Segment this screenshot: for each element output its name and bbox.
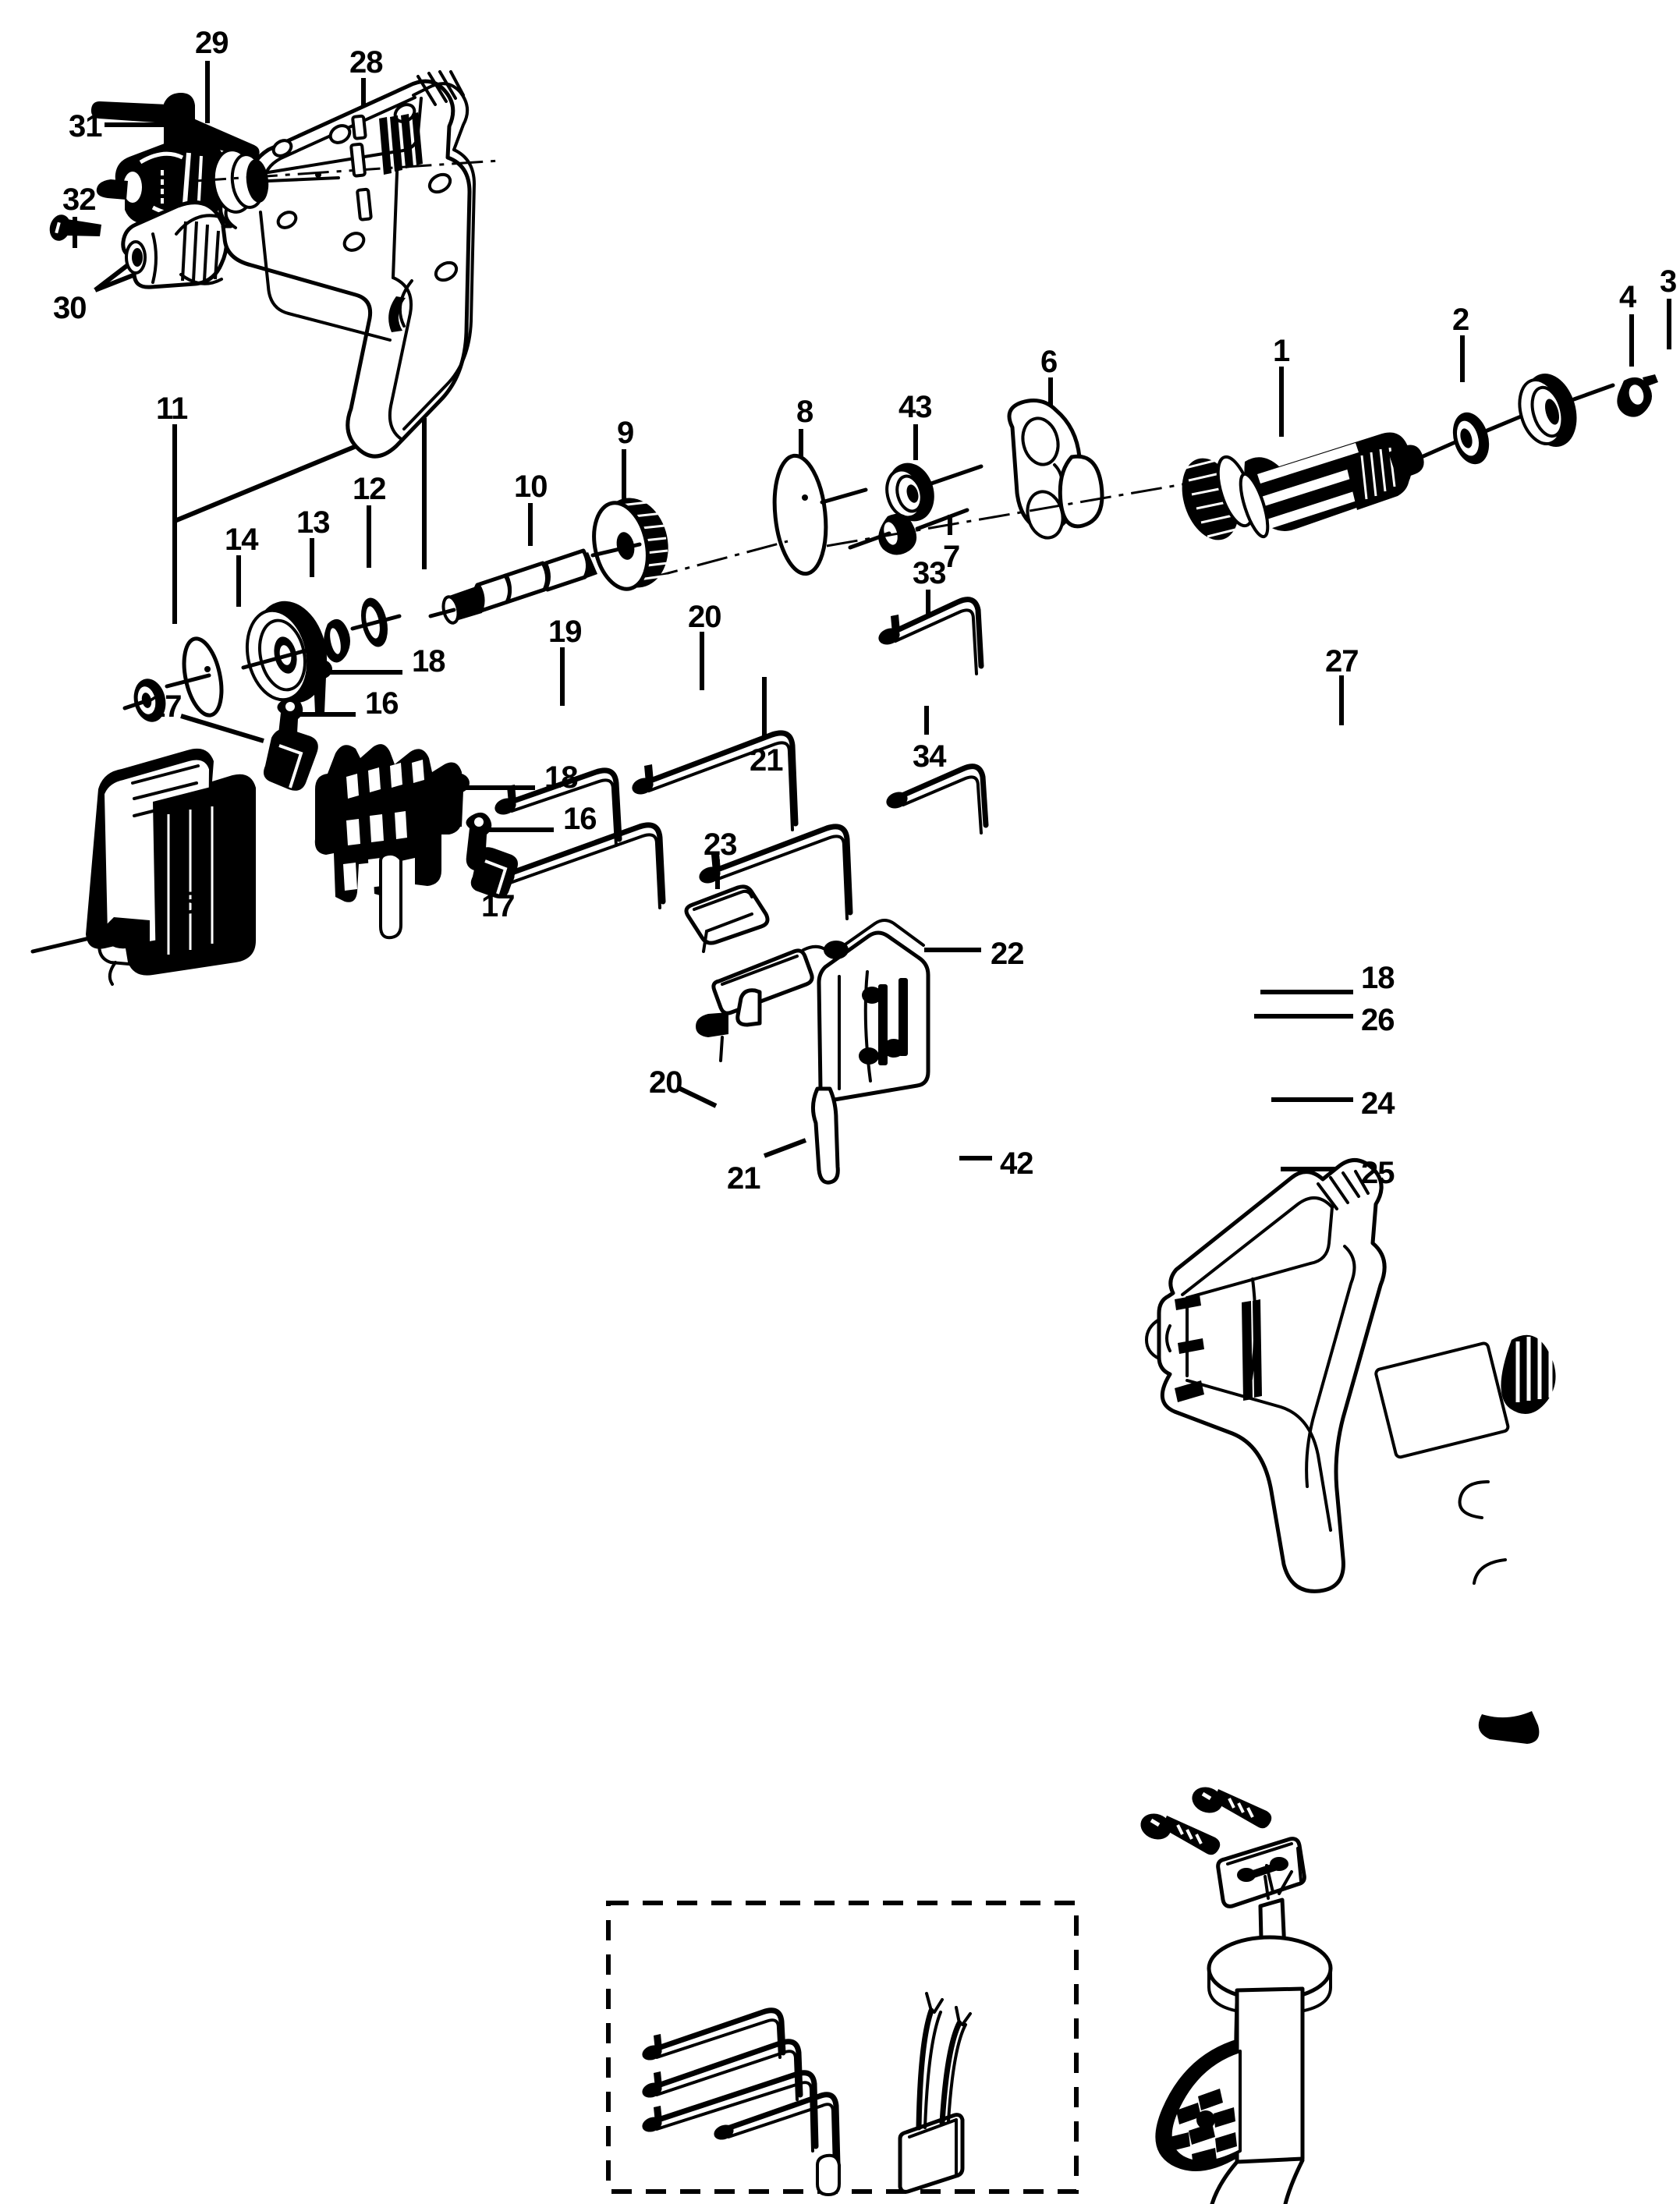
callout-11: 11 — [156, 392, 188, 426]
callout-16-b: 16 — [563, 802, 597, 836]
callout-42: 42 — [1000, 1146, 1033, 1181]
part-34-wire-bent — [886, 764, 989, 834]
part-17-brush-upper — [264, 728, 318, 791]
callout-19: 19 — [548, 615, 582, 649]
part-19-wire — [494, 767, 622, 847]
callout-10: 10 — [514, 470, 548, 504]
part-13-bearing — [241, 601, 328, 703]
callout-16-a: 16 — [365, 686, 399, 721]
callout-34: 34 — [913, 739, 946, 774]
callout-22: 22 — [991, 937, 1024, 971]
callout-13: 13 — [296, 505, 330, 540]
part-17-brush-lower — [470, 847, 518, 898]
part-26-cord-clamp — [1216, 1837, 1306, 1908]
callout-9: 9 — [617, 416, 634, 450]
callout-43: 43 — [898, 390, 932, 424]
part-11-washer — [122, 679, 166, 722]
part-12-washer — [350, 597, 402, 647]
part-32-screw — [49, 214, 101, 241]
part-5-field-coil — [30, 748, 256, 986]
part-21-wire — [699, 824, 853, 920]
part-24-cord-protector — [1155, 1864, 1333, 2171]
part-20-wire-upper — [632, 730, 799, 831]
callout-29: 29 — [195, 26, 229, 60]
callout-27: 27 — [1325, 644, 1359, 679]
callout-26: 26 — [1361, 1003, 1395, 1037]
part-42-brush-with-leads — [898, 1992, 972, 2194]
part-27-housing-right — [1145, 1158, 1556, 1744]
callout-21-b: 21 — [727, 1161, 760, 1196]
part-1-armature — [1182, 432, 1459, 540]
part-4-bearing — [1518, 374, 1615, 447]
callout-2: 2 — [1452, 303, 1469, 337]
callout-20: 20 — [688, 600, 721, 634]
brush-holder-assembly — [314, 744, 463, 940]
callout-8: 8 — [796, 395, 813, 429]
part-3-retaining-ring — [1617, 374, 1658, 417]
callout-17-b: 17 — [481, 889, 515, 923]
callout-12: 12 — [353, 472, 386, 506]
part-25-power-cord — [1210, 2158, 1305, 2204]
callout-30: 30 — [53, 291, 87, 325]
callout-21-a: 21 — [750, 743, 783, 778]
callout-14: 14 — [225, 523, 258, 557]
part-10-spindle — [428, 548, 597, 625]
callout-1: 1 — [1273, 334, 1290, 368]
leader-lines — [73, 61, 1671, 1171]
callout-18-c: 18 — [1361, 961, 1395, 995]
part-43-bearing-small — [885, 462, 984, 522]
callout-7: 7 — [943, 540, 960, 574]
callout-23: 23 — [704, 827, 737, 862]
callout-33: 33 — [913, 556, 946, 590]
callout-3: 3 — [1660, 264, 1677, 299]
part-23-switch-block — [684, 884, 770, 953]
part-28-housing-left — [194, 70, 500, 459]
callout-4: 4 — [1619, 280, 1636, 314]
callout-20-b: 20 — [649, 1065, 682, 1100]
part-22-trigger-switch — [696, 919, 930, 1185]
part-30-chuck-keyless — [121, 200, 229, 289]
part-18-screw-lower — [445, 773, 470, 827]
callout-5: 5 — [181, 886, 198, 920]
part-8-fan-baffle — [772, 453, 868, 576]
callout-31: 31 — [69, 109, 102, 144]
callout-18-b: 18 — [544, 760, 578, 795]
callout-18-a: 18 — [412, 644, 445, 679]
callout-6: 6 — [1040, 345, 1058, 379]
callout-17-a: 17 — [148, 689, 182, 724]
part-18-screws-cord — [1140, 1787, 1272, 1855]
part-6-bearing-plate — [1007, 399, 1104, 540]
part-14-thrust-washer — [165, 636, 224, 718]
callout-32: 32 — [62, 182, 96, 217]
callout-24: 24 — [1361, 1086, 1395, 1121]
callout-25: 25 — [1361, 1156, 1395, 1190]
optional-assembly-box — [606, 1901, 1079, 2194]
callout-28: 28 — [349, 45, 383, 80]
part-9-spindle-gear — [590, 498, 668, 591]
part-2-bearing — [1452, 412, 1523, 465]
part-33-wire-long — [878, 597, 984, 675]
part-20-21-wires-boxed — [642, 2007, 841, 2196]
part-18-screw-upper — [307, 659, 332, 713]
part-12-ring-small — [324, 618, 350, 663]
